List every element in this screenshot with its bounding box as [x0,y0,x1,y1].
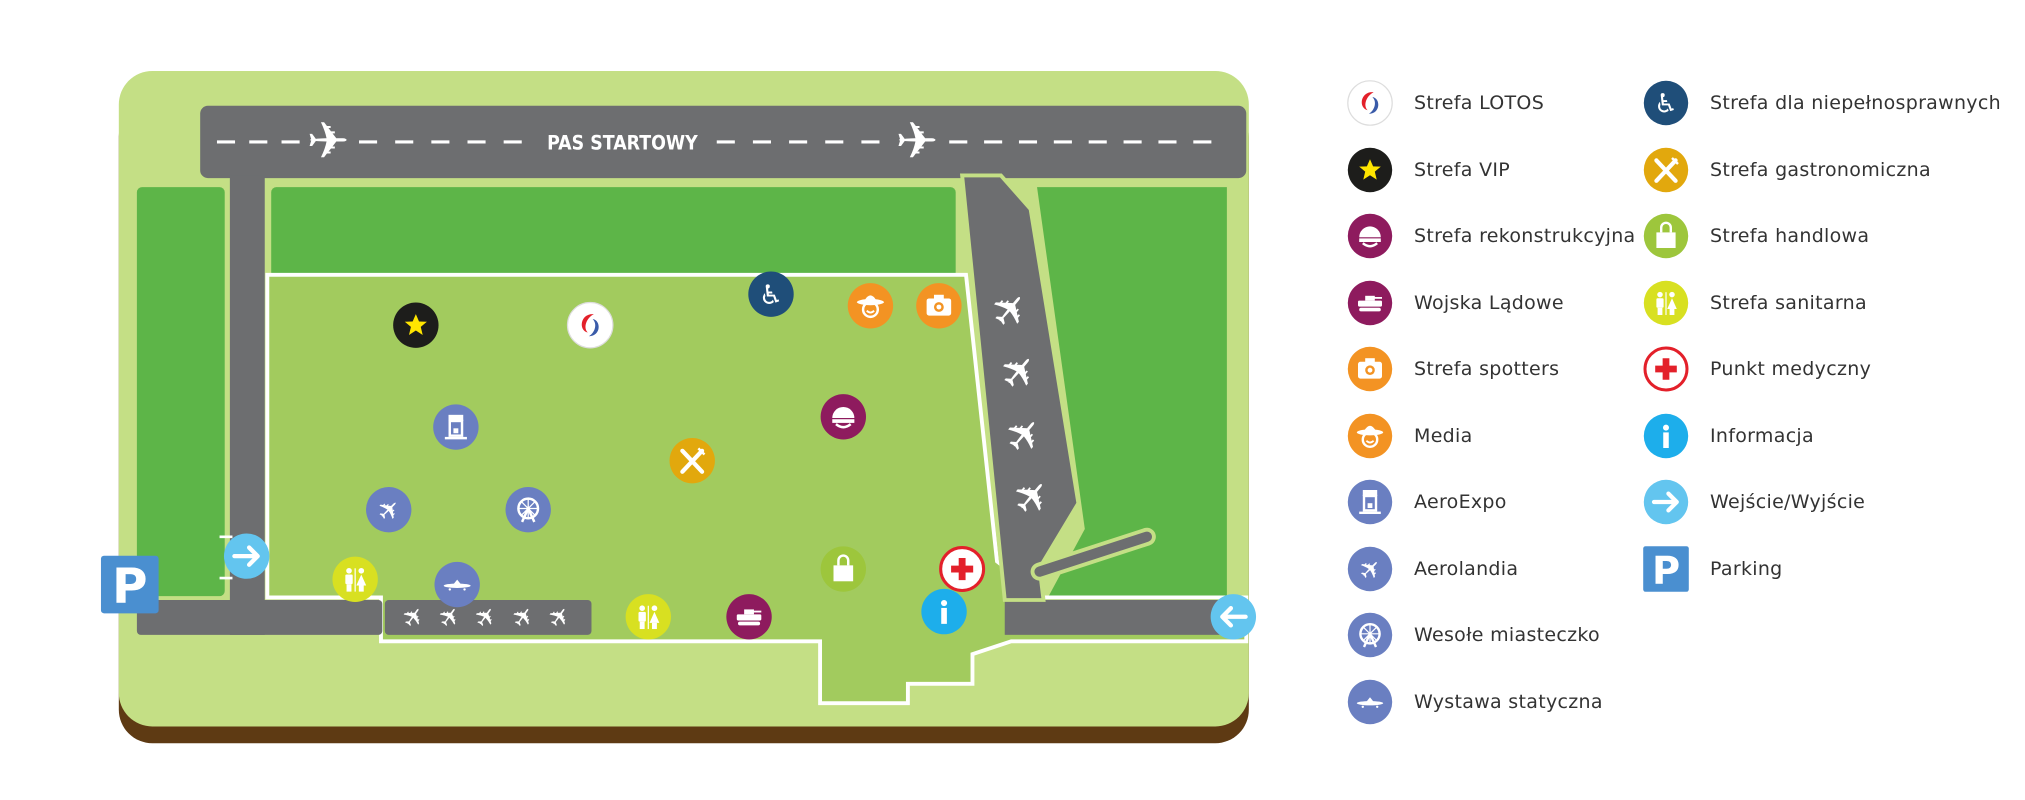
legend-item: Strefa spotters [1346,345,1559,393]
runway-label: PAS STARTOWY [547,132,698,155]
legend-item: Media [1346,412,1473,460]
legend-label: Aerolandia [1414,557,1519,580]
toilet-icon [1643,280,1689,325]
info-icon [1643,413,1689,458]
legend-item: Strefa LOTOS [1346,79,1544,127]
marker-toilets[interactable] [625,594,672,640]
legend-item: Strefa rekonstrukcyjna [1346,212,1636,260]
helmet-icon [1346,212,1394,260]
aeroexpo-icon [1346,478,1394,526]
legend-item: Wesołe miasteczko [1346,611,1600,659]
runway-plane-icon [895,116,939,172]
marker-reenactment-zone[interactable] [819,392,868,441]
star-icon [1347,147,1393,192]
media-icon [1346,412,1394,459]
ferris-wheel-icon [1346,611,1394,659]
runway-plane-icon [306,116,350,172]
marker-funfair[interactable] [504,485,553,534]
legend-item: Informacja [1642,412,1814,460]
legend-item: Strefa sanitarna [1642,279,1867,327]
parking-icon [1643,545,1689,593]
lotos-icon [1347,80,1393,126]
marker-entrance-west[interactable] [224,533,269,578]
legend-label: Wesołe miasteczko [1414,624,1600,646]
marker-food-zone[interactable] [670,438,715,483]
shopping-bag-icon [1642,212,1690,260]
legend-item: Aerolandia [1346,545,1518,593]
legend-item: Strefa gastronomiczna [1642,146,1931,194]
legend-label: Strefa sanitarna [1710,291,1867,314]
legend-item: Punkt medyczny [1642,345,1871,393]
static-display-apron [384,600,592,635]
marker-static-display[interactable] [434,561,480,608]
field-right [1037,187,1227,597]
legend-label: Strefa gastronomiczna [1710,158,1931,181]
marker-parking[interactable] [100,555,159,615]
legend-item: Wojska Lądowe [1346,279,1564,327]
legend-label: AeroExpo [1414,491,1507,513]
legend-item: Wystawa statyczna [1346,678,1603,726]
marker-information[interactable] [921,588,967,635]
legend-label: Strefa LOTOS [1414,92,1545,114]
marker-accessible-zone[interactable] [748,271,794,317]
legend-label: Strefa handlowa [1710,225,1870,247]
fork-knife-icon [1642,146,1690,194]
road-bottom-left [136,600,383,635]
legend-label: Informacja [1710,424,1814,447]
tank-icon [1347,280,1393,325]
legend-label: Wystawa statyczna [1414,690,1603,713]
legend-label: Wejście/Wyjście [1710,491,1866,513]
legend-label: Strefa dla niepełnosprawnych [1710,92,2001,114]
marker-shopping-zone[interactable] [819,545,868,593]
legend-item: Wejście/Wyjście [1642,478,1865,526]
arrow-right-icon [1642,478,1690,526]
marker-land-forces[interactable] [726,594,772,640]
legend-item: Strefa handlowa [1642,212,1869,260]
marker-toilets[interactable] [332,556,378,603]
legend-label: Media [1414,424,1473,447]
legend-label: Strefa rekonstrukcyjna [1414,225,1636,247]
marker-aeroexpo[interactable] [431,403,480,452]
marker-spotters-zone[interactable] [916,283,962,329]
marker-aerolandia[interactable] [366,486,412,533]
legend-label: Punkt medyczny [1710,358,1872,380]
marker-lotos-zone[interactable] [566,301,614,349]
marker-medical-point[interactable] [939,546,986,593]
road-bottom-right [1004,600,1247,635]
field-left [136,187,225,597]
legend-label: Parking [1710,557,1783,580]
wheelchair-icon [1643,80,1689,126]
legend-item: Strefa VIP [1346,146,1510,194]
plane-icon [1347,546,1393,591]
legend-label: Wojska Lądowe [1414,291,1564,314]
medical-cross-icon [1643,346,1689,392]
taxiway-branch [1034,531,1152,577]
legend-item: Parking [1642,545,1783,593]
legend-label: Strefa spotters [1414,358,1560,380]
marker-media[interactable] [846,281,895,330]
static-plane-icon [1347,679,1393,724]
legend-item: AeroExpo [1346,478,1507,526]
legend-label: Strefa VIP [1414,158,1511,181]
camera-icon [1347,346,1393,392]
taxiway [959,173,1081,602]
marker-entrance-east[interactable] [1211,594,1256,639]
legend-item: Strefa dla niepełnosprawnych [1642,79,2001,127]
marker-vip-zone[interactable] [393,302,439,348]
field-top [271,187,956,278]
